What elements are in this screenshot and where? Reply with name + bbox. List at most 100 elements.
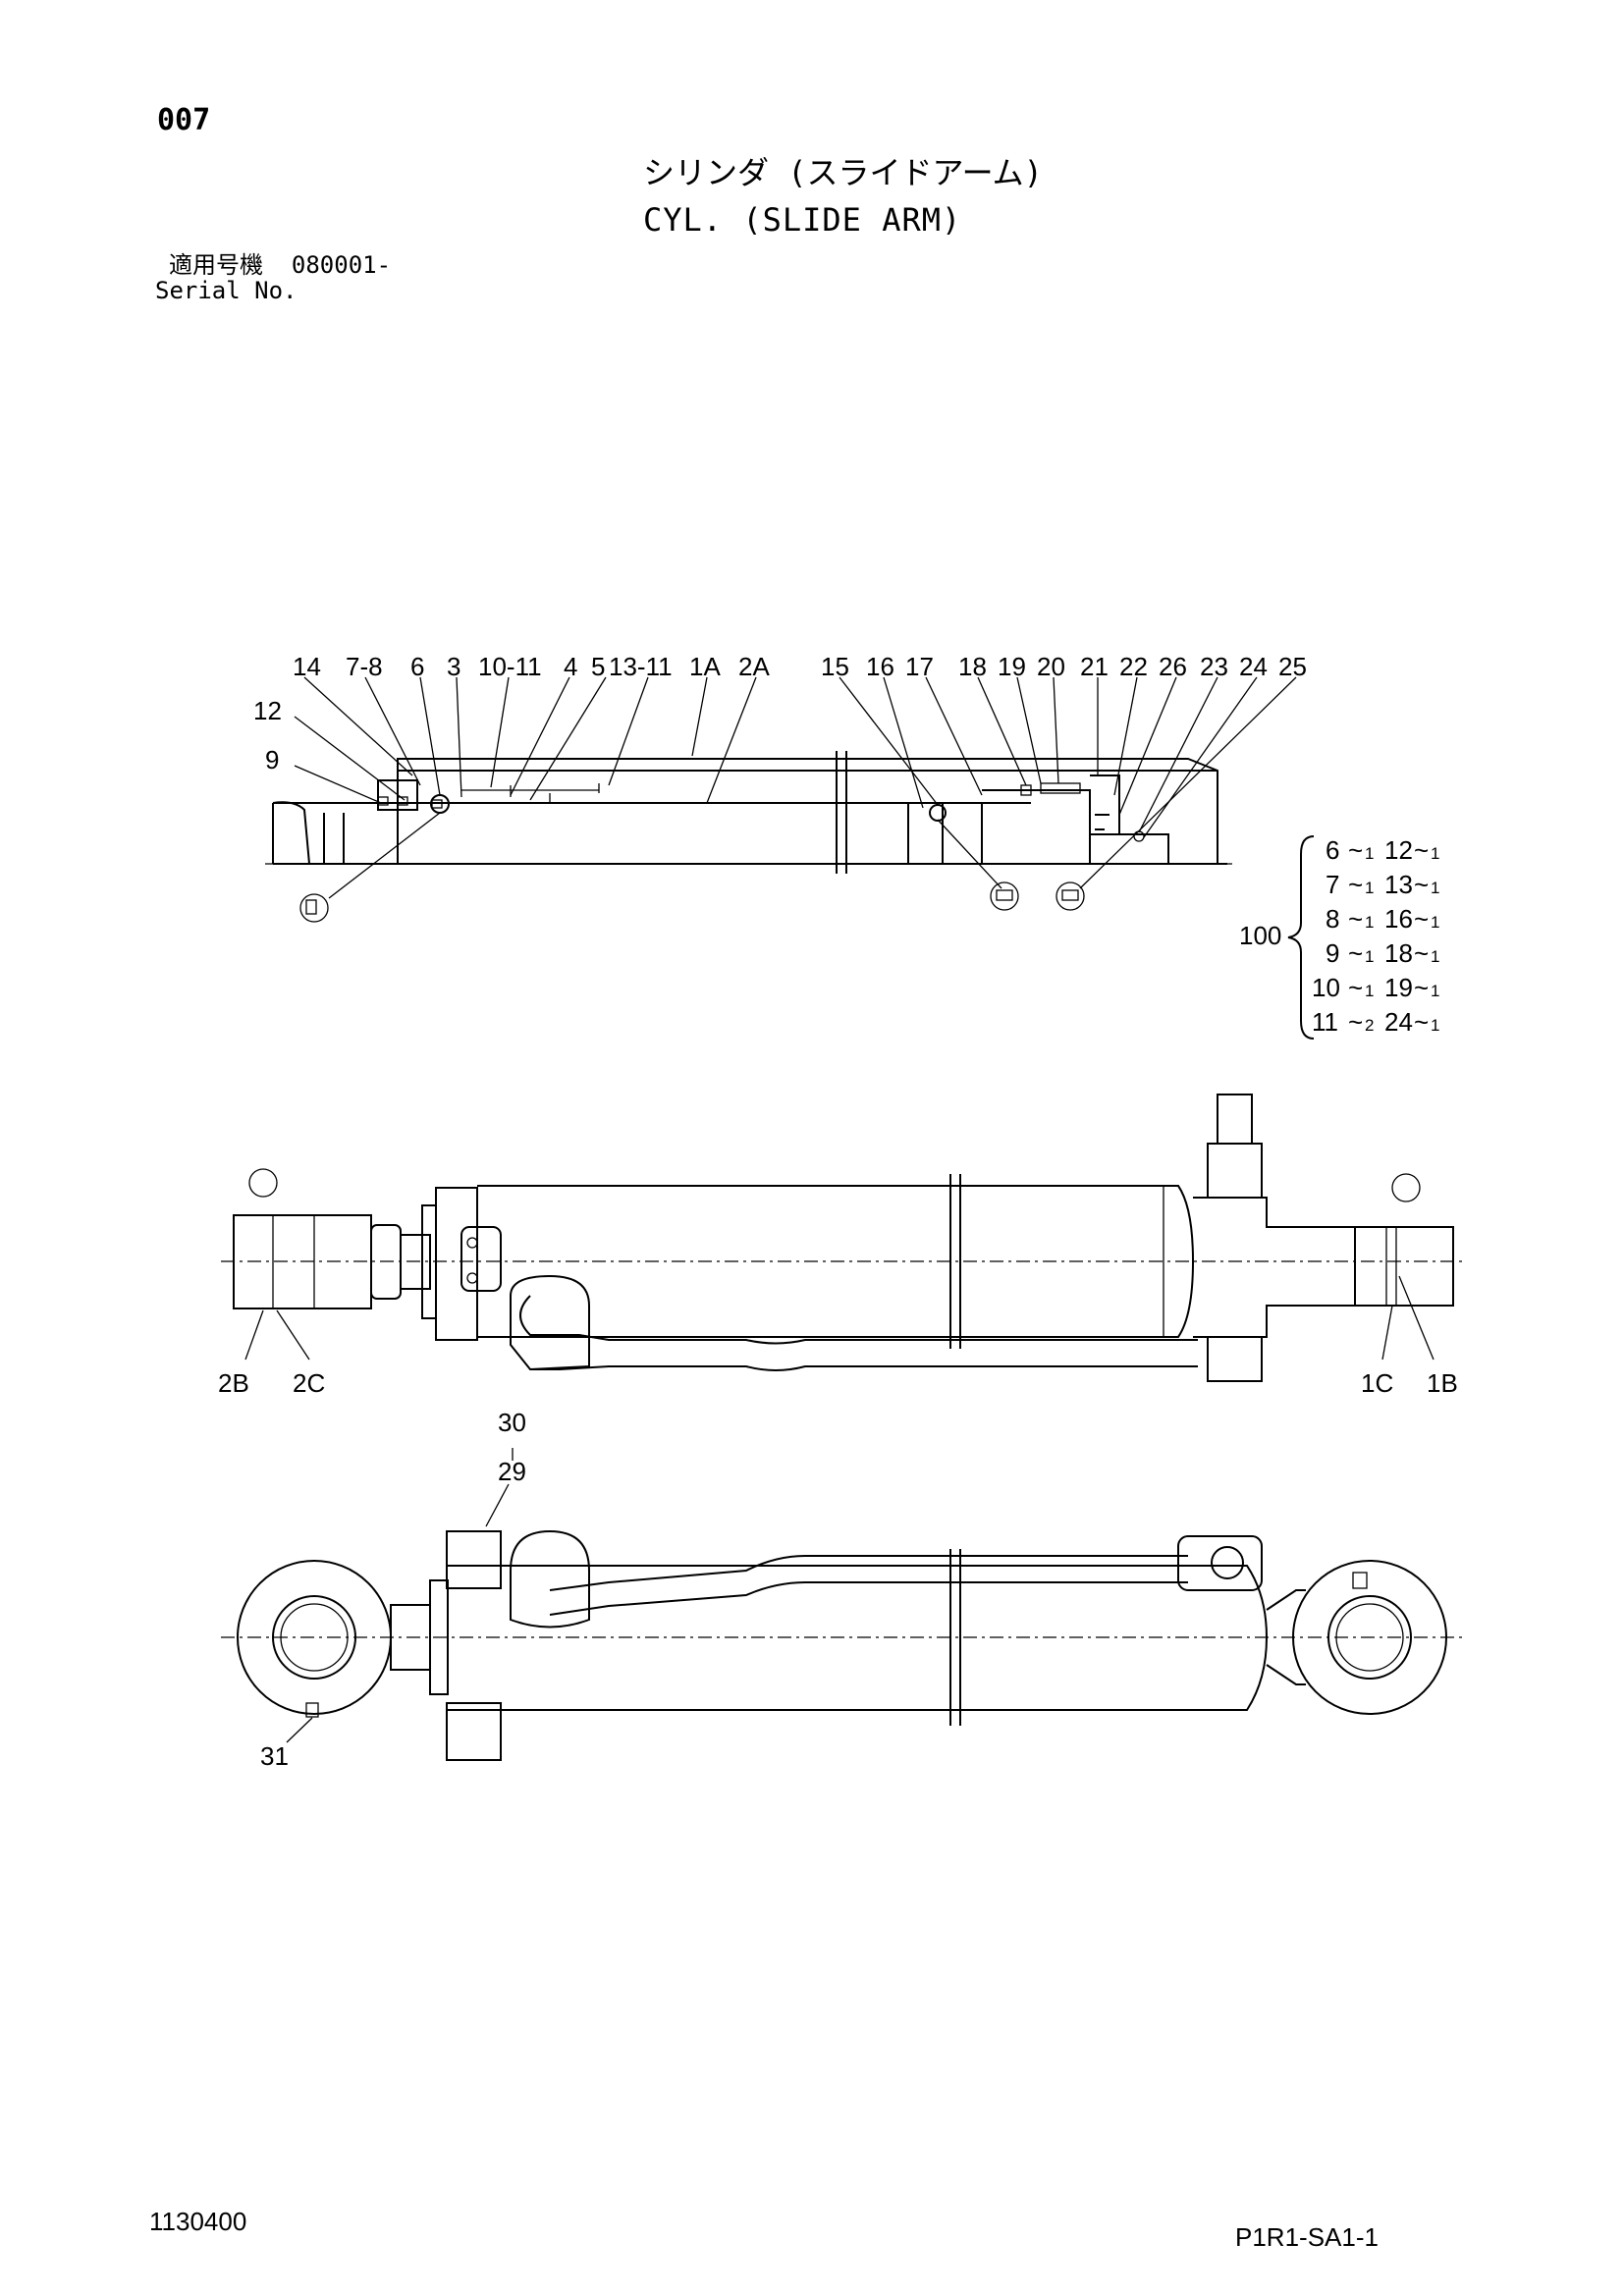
svg-text:~: ~	[1414, 1007, 1429, 1037]
top-view: 30 29 31	[221, 1408, 1463, 1771]
callout-12: 12	[253, 696, 282, 725]
svg-text:~: ~	[1414, 973, 1429, 1002]
trunnion-lower	[446, 1702, 502, 1761]
side-break-lines	[949, 1174, 961, 1349]
steel-ball	[1133, 830, 1145, 842]
piston-nut	[1090, 774, 1169, 864]
head-block	[435, 1187, 478, 1341]
side-pipe	[519, 1295, 1198, 1371]
callout-1a: 1A	[689, 652, 721, 681]
callout-3: 3	[447, 652, 460, 681]
callout-2b: 2B	[218, 1368, 249, 1398]
cap-port-upper	[1207, 1143, 1263, 1199]
cap-eye-block	[1354, 1226, 1454, 1307]
svg-text:1: 1	[1365, 913, 1374, 932]
svg-text:1: 1	[1431, 947, 1439, 966]
seal-kit-table: 100 6~1 12~1 7~1 13~1 8~1 16~1 9~1 18~1 …	[1239, 835, 1439, 1040]
svg-text:~: ~	[1414, 835, 1429, 865]
gland-seals	[461, 783, 600, 803]
svg-text:1: 1	[1365, 844, 1374, 863]
callout-2c: 2C	[293, 1368, 325, 1398]
top-head-flange	[429, 1579, 449, 1695]
pipe-elbow	[510, 1274, 590, 1371]
svg-text:9: 9	[1326, 938, 1339, 968]
kit-brace	[1287, 835, 1315, 1040]
svg-text:~: ~	[1348, 973, 1363, 1002]
rod-eye-bore	[272, 1595, 356, 1680]
svg-text:8: 8	[1326, 904, 1339, 934]
callout-9: 9	[265, 745, 279, 774]
callout-1c: 1C	[1361, 1368, 1393, 1398]
side-tube	[477, 1185, 1195, 1338]
callout-14: 14	[293, 652, 321, 681]
callout-1b: 1B	[1427, 1368, 1458, 1398]
top-break-lines	[949, 1549, 961, 1726]
svg-text:11: 11	[1312, 1007, 1338, 1037]
callout-25: 25	[1278, 652, 1307, 681]
svg-text:1: 1	[1365, 982, 1374, 1000]
cap-eye-neck	[1266, 1589, 1306, 1685]
callout-4: 4	[564, 652, 577, 681]
callout-21: 21	[1080, 652, 1109, 681]
cap-port-lower	[1207, 1336, 1263, 1382]
svg-text:1: 1	[1431, 913, 1439, 932]
piston-rod	[272, 802, 1227, 865]
kit-row-5: 11~2 24~1	[1312, 1007, 1439, 1037]
section-detail-symbols	[299, 881, 1085, 923]
section-leaders	[294, 676, 1297, 899]
svg-text:~: ~	[1414, 904, 1429, 934]
kit-row-1: 7~1 13~1	[1326, 870, 1439, 899]
svg-text:19: 19	[1384, 973, 1413, 1002]
callout-18: 18	[958, 652, 987, 681]
svg-text:~: ~	[1348, 835, 1363, 865]
page-number: 007	[157, 103, 211, 137]
piston	[889, 789, 1091, 864]
kit-row-0: 6~1 12~1	[1326, 835, 1439, 865]
top-pipe-elbow	[510, 1529, 590, 1629]
svg-text:~: ~	[1348, 1007, 1363, 1037]
grease-fitting-cap	[1352, 1572, 1368, 1589]
callout-7-8: 7-8	[346, 652, 383, 681]
grease-fitting-rod	[305, 1702, 319, 1718]
svg-text:16: 16	[1384, 904, 1413, 934]
callout-2a: 2A	[738, 652, 770, 681]
title-english: CYL. (SLIDE ARM)	[643, 201, 962, 239]
callout-24: 24	[1239, 652, 1268, 681]
serial-value: 080001-	[291, 251, 392, 279]
callout-31: 31	[260, 1741, 289, 1771]
svg-text:1: 1	[1365, 947, 1374, 966]
svg-text:6: 6	[1326, 835, 1339, 865]
cap-eye-outer	[1292, 1560, 1447, 1715]
svg-text:~: ~	[1348, 938, 1363, 968]
callout-13-11: 13-11	[609, 652, 673, 681]
drawing-number: 1130400	[149, 2207, 247, 2236]
kit-row-2: 8~1 16~1	[1326, 904, 1439, 934]
page-code: P1R1-SA1-1	[1235, 2222, 1379, 2252]
grease-symbol-rod	[248, 1168, 278, 1198]
callout-20: 20	[1037, 652, 1065, 681]
callout-17: 17	[905, 652, 934, 681]
svg-text:2: 2	[1365, 1016, 1374, 1035]
piston-seal	[1040, 782, 1081, 794]
top-pipe	[549, 1555, 1188, 1616]
svg-text:24: 24	[1384, 1007, 1413, 1037]
title-japanese: シリンダ (スライドアーム)	[643, 154, 1043, 191]
callout-23: 23	[1200, 652, 1228, 681]
callout-29: 29	[498, 1457, 526, 1486]
kit-row-4: 10~1 19~1	[1312, 973, 1439, 1002]
kit-row-3: 9~1 18~1	[1326, 938, 1439, 968]
top-tube	[448, 1565, 1269, 1711]
callout-26: 26	[1159, 652, 1187, 681]
callout-6: 6	[410, 652, 424, 681]
svg-text:18: 18	[1384, 938, 1413, 968]
serial-label-japanese: 適用号機 080001-	[169, 253, 391, 277]
break-lines	[836, 751, 847, 874]
callout-10-11: 10-11	[478, 652, 542, 681]
section-view: 14 7-8 6 3 10-11 4 5 13-11 1A 2A 15 16 1…	[253, 652, 1307, 923]
svg-text:12: 12	[1384, 835, 1413, 865]
svg-text:1: 1	[1431, 982, 1439, 1000]
cylinder-tube-outline	[397, 758, 1218, 865]
callout-22: 22	[1119, 652, 1148, 681]
